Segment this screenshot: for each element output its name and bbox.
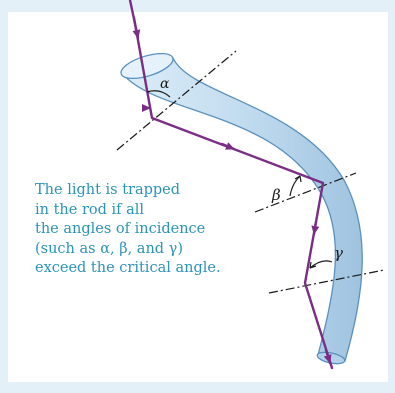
normal-line-gamma <box>268 269 385 294</box>
gamma-arc-arrow <box>309 261 317 269</box>
angle-label-beta: β <box>271 186 281 204</box>
ray-arrow-5 <box>323 348 332 365</box>
light-ray <box>132 16 334 370</box>
beta-arc-arrow <box>294 175 302 183</box>
caption-line-1: The light is trapped <box>35 182 181 198</box>
ray-arrow-1 <box>128 0 141 40</box>
caption-line-3: the angles of incidence <box>35 221 206 237</box>
caption-line-2: in the rod if all <box>35 201 145 218</box>
caption: The light is trapped in the rod if all t… <box>35 181 260 279</box>
ray-arrow-4 <box>311 220 320 236</box>
angle-label-gamma: γ <box>334 244 343 262</box>
angle-label-alpha: α <box>160 76 170 92</box>
normal-line-beta <box>254 172 357 213</box>
normal-line-alpha <box>116 50 237 151</box>
angle-arc-gamma <box>309 260 333 269</box>
ray-arrow-3 <box>220 142 236 151</box>
rod-top-face <box>120 52 174 80</box>
caption-line-4: (such as α, β, and γ) <box>35 240 184 257</box>
caption-line-5: exceed the critical angle. <box>35 260 221 276</box>
angle-arc-alpha <box>146 90 171 98</box>
